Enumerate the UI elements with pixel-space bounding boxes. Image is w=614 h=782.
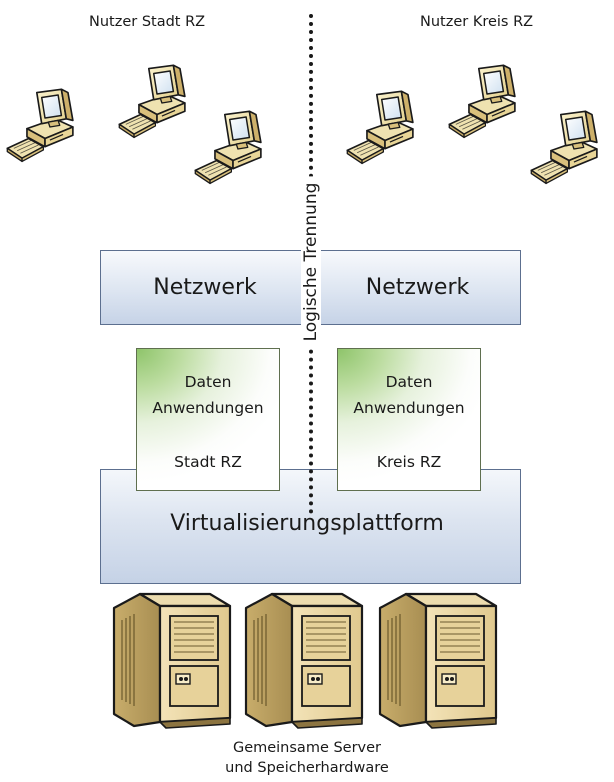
location-label: Kreis RZ xyxy=(376,453,442,471)
logical-separation-label: Logische Trennung xyxy=(301,176,321,348)
network-box-kreis: Netzwerk xyxy=(314,250,521,325)
data-label: Daten xyxy=(385,373,433,391)
data-label: Daten xyxy=(184,373,232,391)
desktop-computer-icon xyxy=(4,86,86,168)
desktop-computer-icon xyxy=(192,108,274,190)
platform-label: Virtualisierungsplattform xyxy=(170,511,444,536)
desktop-computer-icon xyxy=(446,62,528,144)
servers-caption-line1: Gemeinsame Server xyxy=(232,740,382,756)
desktop-computer-icon xyxy=(528,108,610,190)
network-box-stadt: Netzwerk xyxy=(100,250,310,325)
desktop-computer-icon xyxy=(116,62,198,144)
server-tower-icon xyxy=(110,590,240,730)
server-tower-icon xyxy=(242,590,372,730)
desktop-computer-icon xyxy=(344,88,426,170)
servers-caption-line2: und Speicherhardware xyxy=(225,760,389,776)
servers-caption: Gemeinsame Server und Speicherhardware xyxy=(0,738,614,778)
applications-label: Anwendungen xyxy=(152,399,264,417)
network-label: Netzwerk xyxy=(365,275,470,300)
users-stadt-label: Nutzer Stadt RZ xyxy=(89,14,206,30)
location-label: Stadt RZ xyxy=(174,453,242,471)
users-kreis-label: Nutzer Kreis RZ xyxy=(420,14,534,30)
data-box-stadt: Daten Anwendungen Stadt RZ xyxy=(136,348,280,491)
applications-label: Anwendungen xyxy=(353,399,465,417)
data-box-kreis: Daten Anwendungen Kreis RZ xyxy=(337,348,481,491)
server-tower-icon xyxy=(376,590,506,730)
network-label: Netzwerk xyxy=(153,275,257,300)
